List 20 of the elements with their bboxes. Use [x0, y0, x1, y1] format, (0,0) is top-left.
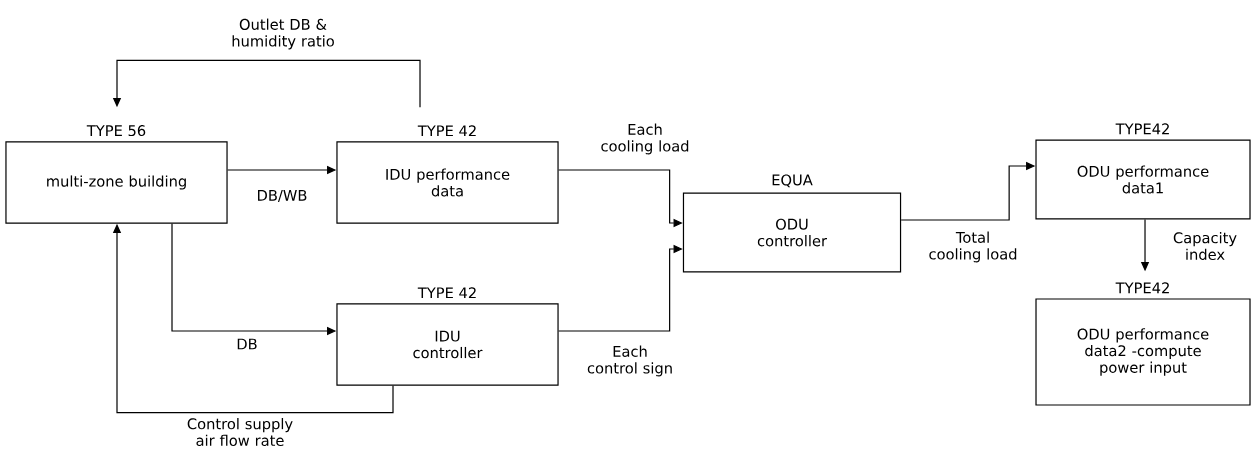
- type-label: TYPE 42: [417, 287, 476, 299]
- block-box: IDU performance data: [336, 141, 559, 224]
- block-box: multi-zone building: [5, 141, 228, 224]
- edge-label: Each cooling load: [601, 123, 689, 155]
- edge-label: Capacity index: [1173, 232, 1237, 260]
- type-label: TYPE42: [1115, 123, 1169, 135]
- type-label: TYPE 42: [417, 125, 476, 137]
- edge-label: DB: [237, 338, 257, 350]
- block-box: ODU performance data1: [1035, 139, 1251, 220]
- edge-label: Each control sign: [587, 345, 672, 377]
- type-label: EQUA: [772, 174, 813, 188]
- block-box: ODU controller: [682, 192, 902, 273]
- block-box: IDU controller: [336, 303, 559, 386]
- edge-label: Total cooling load: [929, 231, 1017, 263]
- block-box: ODU performance data2 -compute power input: [1035, 298, 1251, 406]
- type-label: TYPE 56: [86, 125, 146, 137]
- type-label: TYPE42: [1115, 282, 1169, 294]
- edge-label: Control supply air flow rate: [187, 418, 293, 446]
- edge-label: Outlet DB & humidity ratio: [232, 18, 334, 50]
- edge-label: DB/WB: [258, 190, 307, 203]
